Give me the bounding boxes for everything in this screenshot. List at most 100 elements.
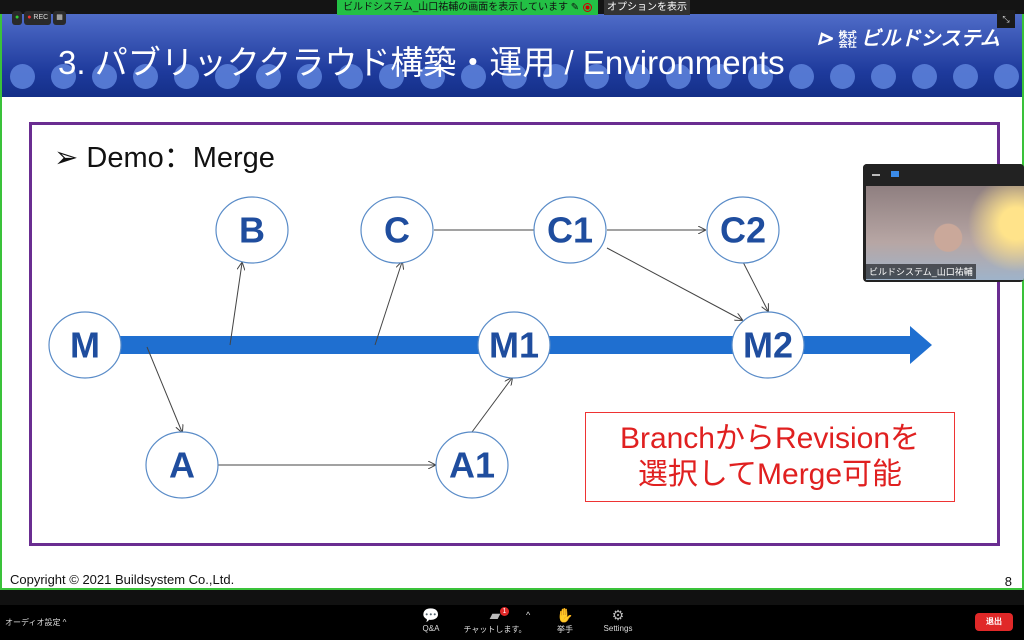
- header-decor-dot: [912, 64, 937, 89]
- edge-main-to-C: [374, 262, 402, 346]
- minimize-icon[interactable]: [872, 174, 880, 176]
- speaker-video-window[interactable]: ビルドシステム_山口祐輔: [863, 164, 1024, 282]
- node-C2: [706, 196, 780, 264]
- logo-small: 株式会社: [838, 29, 857, 49]
- header-decor-dot: [707, 64, 732, 89]
- header-decor-dot: [748, 64, 773, 89]
- header-decor-dot: [215, 64, 240, 89]
- meeting-status-icons: ●● REC▦: [12, 11, 68, 29]
- edge-C2-to-M2: [742, 261, 768, 311]
- node-label-M1: M1: [489, 325, 539, 366]
- node-A1: [435, 431, 509, 499]
- node-label-M: M: [70, 325, 100, 366]
- header-decor-dot: [994, 64, 1019, 89]
- shield-icon: ●: [12, 11, 23, 25]
- shared-slide: 3. パブリッククラウド構築・運用 / Environments ⊳ 株式会社ビ…: [0, 14, 1024, 590]
- qa-button[interactable]: 💬Q&A: [419, 607, 443, 633]
- note-line-1: BranchからRevisionを: [619, 422, 921, 455]
- node-C: [360, 196, 434, 264]
- qa-icon: 💬: [422, 607, 440, 623]
- raise-hand-icon: ✋: [556, 607, 574, 623]
- logo-mark-icon: ⊳: [816, 28, 839, 50]
- header-decor-dot: [789, 64, 814, 89]
- chat-label: チャットします。: [463, 625, 527, 634]
- node-label-C1: C1: [547, 210, 593, 251]
- qa-label: Q&A: [422, 624, 440, 633]
- view-toggle-icon[interactable]: [891, 171, 899, 177]
- header-decor-dot: [379, 64, 404, 89]
- header-decor-dot: [543, 64, 568, 89]
- audio-settings-button[interactable]: オーディオ設定 ^: [5, 618, 67, 627]
- demo-title: Demo：Merge: [86, 142, 275, 174]
- header-decor-dot: [584, 64, 609, 89]
- view-options-button[interactable]: オプションを表示: [604, 0, 690, 15]
- header-decor-dot: [256, 64, 281, 89]
- company-logo: ⊳ 株式会社ビルドシステム: [816, 22, 1000, 51]
- bullet-arrow-icon: ➢: [54, 142, 79, 174]
- grid-icon[interactable]: ▦: [53, 11, 66, 25]
- stop-share-icon[interactable]: [583, 2, 593, 12]
- note-line-2: 選択してMerge可能: [637, 458, 903, 491]
- header-decor-dot: [830, 64, 855, 89]
- chat-badge: 1: [500, 607, 509, 616]
- logo-text: ビルドシステム: [860, 28, 1000, 50]
- node-A: [145, 431, 219, 499]
- header-decor-dot: [297, 64, 322, 89]
- header-decor-dot: [51, 64, 76, 89]
- node-label-M2: M2: [743, 325, 793, 366]
- settings-label: Settings: [603, 624, 633, 633]
- node-label-C2: C2: [720, 210, 766, 251]
- slide-header: 3. パブリッククラウド構築・運用 / Environments ⊳ 株式会社ビ…: [2, 14, 1022, 97]
- node-M: [48, 311, 122, 379]
- pin-icon[interactable]: ✎: [570, 2, 580, 13]
- demo-heading: ➢ Demo：Merge: [54, 134, 275, 176]
- header-decor-dot: [666, 64, 691, 89]
- raise-hand-label: 挙手: [557, 625, 573, 634]
- header-decor-dot: [420, 64, 445, 89]
- recording-indicator[interactable]: ● REC: [24, 11, 52, 25]
- header-decor-dot: [461, 64, 486, 89]
- gear-icon: ⚙: [611, 607, 625, 623]
- rec-label: REC: [33, 14, 49, 21]
- node-M1: [477, 311, 551, 379]
- header-decor-dot: [338, 64, 363, 89]
- edge-C1-to-M2: [606, 247, 742, 320]
- header-decor-dot: [953, 64, 978, 89]
- zoom-toolbar: オーディオ設定 ^ 💬Q&A ▰1 チャットします。 ^ ✋ 挙手 ⚙Setting…: [0, 605, 1024, 640]
- diagram-frame: [29, 122, 1000, 546]
- header-decor-dot: [10, 64, 35, 89]
- chat-button[interactable]: ▰1 チャットします。: [462, 607, 528, 635]
- settings-button[interactable]: ⚙Settings: [600, 607, 636, 633]
- chat-options-caret[interactable]: ^: [526, 610, 531, 620]
- edge-M-to-A: [146, 346, 182, 432]
- slide-title: 3. パブリッククラウド構築・運用 / Environments: [58, 44, 785, 81]
- node-C1: [533, 196, 607, 264]
- header-decor-dot: [502, 64, 527, 89]
- main-branch-arrowhead: [910, 326, 932, 364]
- node-M2: [731, 311, 805, 379]
- header-decor-dot: [174, 64, 199, 89]
- header-decor-dot: [133, 64, 158, 89]
- merge-diagram: B C C1 C2 M M1 M2 A A1: [48, 196, 932, 499]
- share-banner-text: ビルドシステム_山口祐輔の画面を表示しています: [343, 2, 568, 13]
- exit-fullscreen-icon[interactable]: ⤡: [997, 10, 1015, 28]
- node-B: [215, 196, 289, 264]
- edge-A1-to-M1: [471, 378, 512, 433]
- node-label-B: B: [239, 210, 265, 251]
- leave-button[interactable]: 退出: [975, 613, 1013, 631]
- merge-note-box: BranchからRevisionを 選択してMerge可能: [585, 412, 955, 502]
- screen-share-banner: ビルドシステム_山口祐輔の画面を表示しています ✎: [337, 0, 599, 15]
- node-label-A: A: [169, 445, 195, 486]
- node-label-A1: A1: [449, 445, 495, 486]
- speaker-name: ビルドシステム_山口祐輔: [866, 264, 976, 279]
- header-decor-dot: [625, 64, 650, 89]
- chat-icon: ▰: [489, 607, 501, 623]
- raise-hand-button[interactable]: ✋ 挙手: [553, 607, 577, 635]
- audio-settings-label: オーディオ設定: [5, 618, 61, 627]
- header-decor-dot: [92, 64, 117, 89]
- copyright: Copyright © 2021 Buildsystem Co.,Ltd.: [10, 572, 235, 587]
- node-label-C: C: [384, 210, 410, 251]
- edge-main-to-B: [229, 263, 242, 346]
- page-number: 8: [1004, 574, 1012, 589]
- header-decor-dot: [871, 64, 896, 89]
